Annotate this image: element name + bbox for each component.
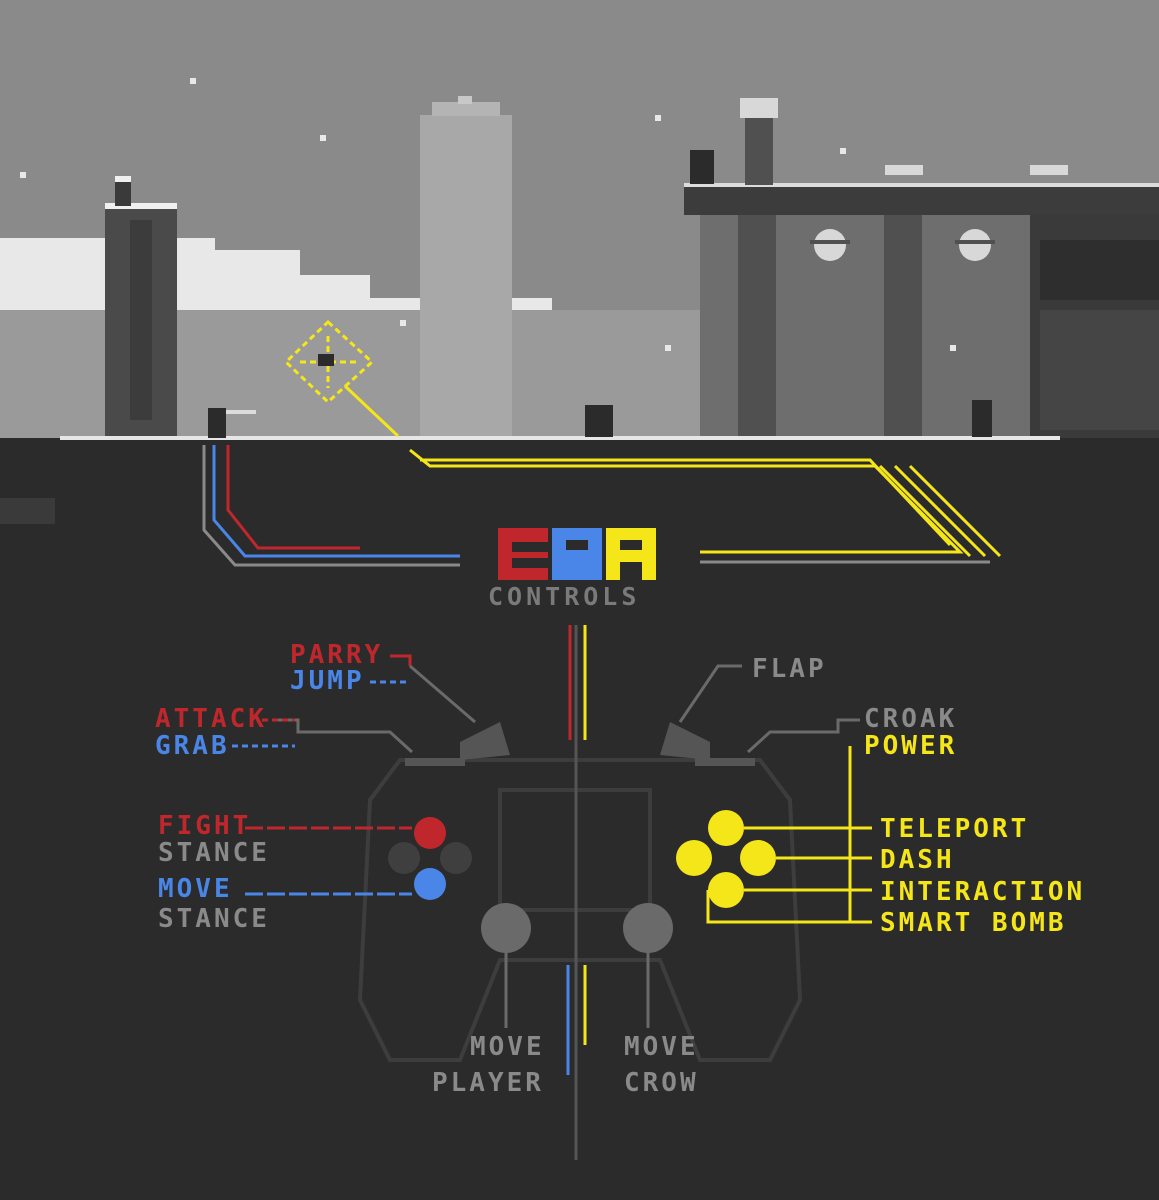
face-button-left xyxy=(676,840,712,876)
snow-line xyxy=(60,436,1060,440)
label-left-stick-top: MOVE xyxy=(470,1032,545,1062)
right-stick xyxy=(623,903,673,953)
center-wires xyxy=(566,625,587,1160)
label-teleport: TELEPORT xyxy=(880,814,1030,844)
label-parry: PARRY xyxy=(290,640,384,670)
label-croak: CROAK xyxy=(864,704,958,734)
label-smart-bomb: SMART BOMB xyxy=(880,908,1067,938)
label-dash: DASH xyxy=(880,845,955,875)
center-tower xyxy=(420,115,512,440)
scene-to-title-wires xyxy=(202,445,1002,567)
dpad-left xyxy=(388,842,420,874)
label-grab: GRAB xyxy=(155,731,230,761)
label-left-stick-bottom: PLAYER xyxy=(432,1068,544,1098)
dpad xyxy=(388,817,472,900)
label-stance-fight: STANCE xyxy=(158,838,270,868)
label-flap: FLAP xyxy=(752,654,827,684)
label-attack: ATTACK xyxy=(155,704,267,734)
face-button-right xyxy=(740,840,776,876)
face-button-bottom xyxy=(708,872,744,908)
right-leader-lines xyxy=(678,664,872,924)
reticle-tether xyxy=(343,384,400,438)
label-move: MOVE xyxy=(158,874,233,904)
dpad-right xyxy=(440,842,472,874)
snowflakes xyxy=(20,78,956,351)
label-power: POWER xyxy=(864,731,958,761)
dpad-down xyxy=(414,868,446,900)
label-fight: FIGHT xyxy=(158,811,252,841)
left-stick xyxy=(481,903,531,953)
left-tower xyxy=(105,176,177,440)
title-logo xyxy=(498,528,656,580)
label-interaction: INTERACTION xyxy=(880,877,1086,907)
label-jump: JUMP xyxy=(290,666,365,696)
shoulder-buttons xyxy=(405,722,755,766)
dpad-up xyxy=(414,817,446,849)
face-button-top xyxy=(708,810,744,846)
left-leader-lines xyxy=(232,654,476,896)
label-right-stick-bottom: CROW xyxy=(624,1068,699,1098)
label-right-stick-top: MOVE xyxy=(624,1032,699,1062)
face-buttons xyxy=(676,810,776,908)
characters xyxy=(208,150,992,438)
label-stance-move: STANCE xyxy=(158,904,270,934)
title-subtitle: CONTROLS xyxy=(488,582,641,611)
